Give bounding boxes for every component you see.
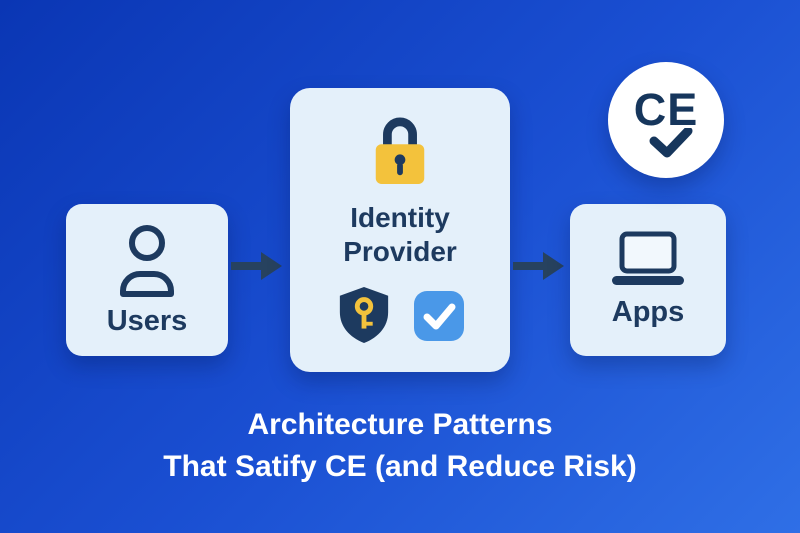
title: Architecture Patterns That Satify CE (an… bbox=[0, 404, 800, 488]
identity-label-line2: Provider bbox=[343, 236, 457, 267]
apps-box: Apps bbox=[570, 204, 726, 356]
check-icon bbox=[648, 127, 694, 158]
identity-provider-box: Identity Provider bbox=[290, 88, 510, 372]
checkbox-icon bbox=[414, 290, 464, 341]
identity-label-line1: Identity bbox=[350, 202, 450, 234]
padlock-icon bbox=[368, 113, 432, 189]
users-box: Users bbox=[66, 204, 228, 356]
arrow-right-icon bbox=[228, 249, 284, 288]
ce-badge-text: CE bbox=[633, 83, 699, 135]
identity-icon-row bbox=[336, 285, 464, 347]
users-label: Users bbox=[106, 305, 188, 338]
arrow-right-icon bbox=[510, 249, 566, 288]
ce-badge: CE bbox=[608, 62, 724, 178]
apps-label: Apps bbox=[611, 296, 685, 329]
user-icon bbox=[111, 222, 183, 300]
shield-key-icon bbox=[336, 285, 392, 347]
identity-provider-label: Identity Provider bbox=[343, 201, 457, 268]
title-line2: That Satify CE (and Reduce Risk) bbox=[163, 450, 637, 483]
title-line1: Architecture Patterns bbox=[247, 408, 553, 441]
laptop-icon bbox=[608, 231, 688, 289]
